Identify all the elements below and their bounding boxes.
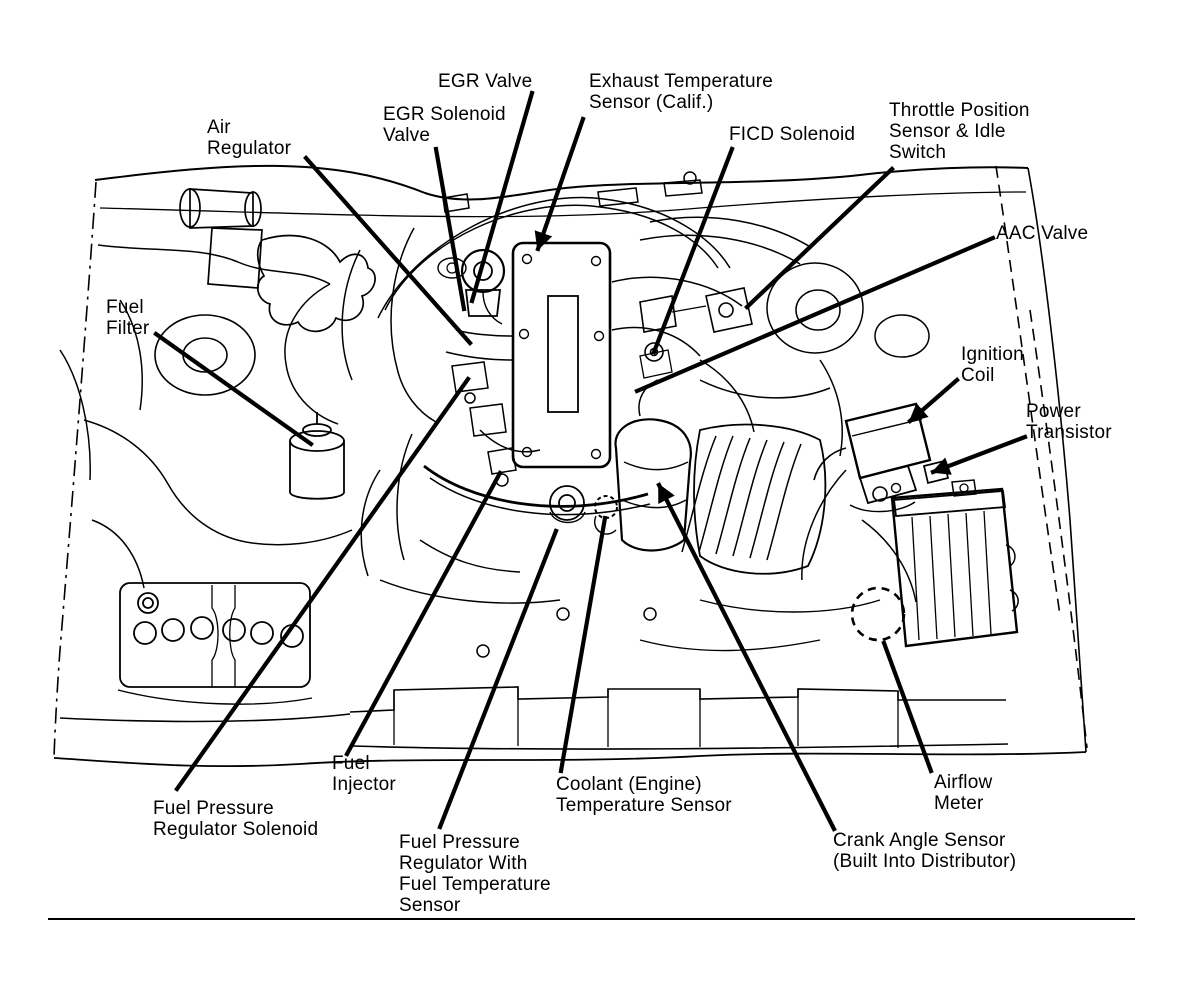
label-egr-solenoid-valve: EGR Solenoid Valve (383, 104, 506, 146)
label-fuel-injector: Fuel Injector (332, 753, 396, 795)
leader-fuel-pressure-regulator-fts (437, 528, 559, 830)
leader-fuel-filter (153, 331, 314, 447)
egr-assembly (437, 248, 506, 325)
label-aac-valve: AAC Valve (996, 223, 1089, 244)
leader-lines (153, 90, 1028, 832)
label-egr-valve: EGR Valve (438, 71, 533, 92)
label-fuel-filter: Fuel Filter (106, 297, 150, 339)
fuel-filter-drawing (289, 412, 345, 500)
throttle-area (639, 287, 753, 379)
subframe-bottom (59, 539, 1009, 750)
label-coolant-temp-sensor: Coolant (Engine) Temperature Sensor (556, 774, 732, 816)
intake-arcs (377, 196, 930, 603)
airflow-meter-dashed-circle (850, 586, 906, 642)
leader-egr-valve (469, 90, 535, 304)
label-fuel-pressure-regulator-solenoid: Fuel Pressure Regulator Solenoid (153, 798, 319, 840)
leader-ficd-solenoid (651, 146, 735, 355)
fuel-rail-cluster (445, 329, 541, 487)
leader-exhaust-temp-sensor (534, 116, 586, 252)
leader-ignition-coil (907, 377, 960, 424)
fuel-pressure-regulator-drawing (549, 485, 586, 524)
label-crank-angle-sensor: Crank Angle Sensor (Built Into Distribut… (833, 830, 1017, 872)
airflow-meter-box (890, 479, 1019, 648)
leader-fuel-injector (344, 470, 503, 757)
leader-air-regulator (303, 155, 473, 346)
leader-power-transistor (930, 434, 1028, 475)
label-throttle-position-sensor: Throttle Position Sensor & Idle Switch (889, 100, 1030, 163)
battery (117, 582, 313, 705)
label-ignition-coil: Ignition Coil (961, 344, 1024, 386)
label-fuel-pressure-regulator-fts: Fuel Pressure Regulator With Fuel Temper… (399, 832, 551, 916)
misc-hoses-left (59, 227, 437, 589)
leader-throttle-position (744, 166, 895, 310)
leader-egr-solenoid-valve (433, 146, 467, 312)
strut-tower-left (154, 314, 256, 396)
body-dashed-lines (995, 165, 1088, 749)
leader-airflow-meter (881, 640, 934, 774)
label-power-transistor: Power Transistor (1026, 401, 1112, 443)
leader-crank-angle-sensor (656, 482, 837, 832)
label-exhaust-temp-sensor: Exhaust Temperature Sensor (Calif.) (589, 71, 774, 113)
label-ficd-solenoid: FICD Solenoid (729, 124, 856, 145)
label-airflow-meter: Airflow Meter (934, 772, 993, 814)
leader-fuel-pressure-regulator-solenoid (174, 376, 471, 792)
wiper-motor-assembly (179, 188, 376, 333)
leader-coolant-temp-sensor (558, 515, 608, 774)
leader-aac-valve (634, 235, 996, 394)
manifold-ribs (681, 423, 827, 575)
label-air-regulator: Air Regulator (207, 117, 292, 159)
ignition-coil-drawing (813, 402, 950, 513)
